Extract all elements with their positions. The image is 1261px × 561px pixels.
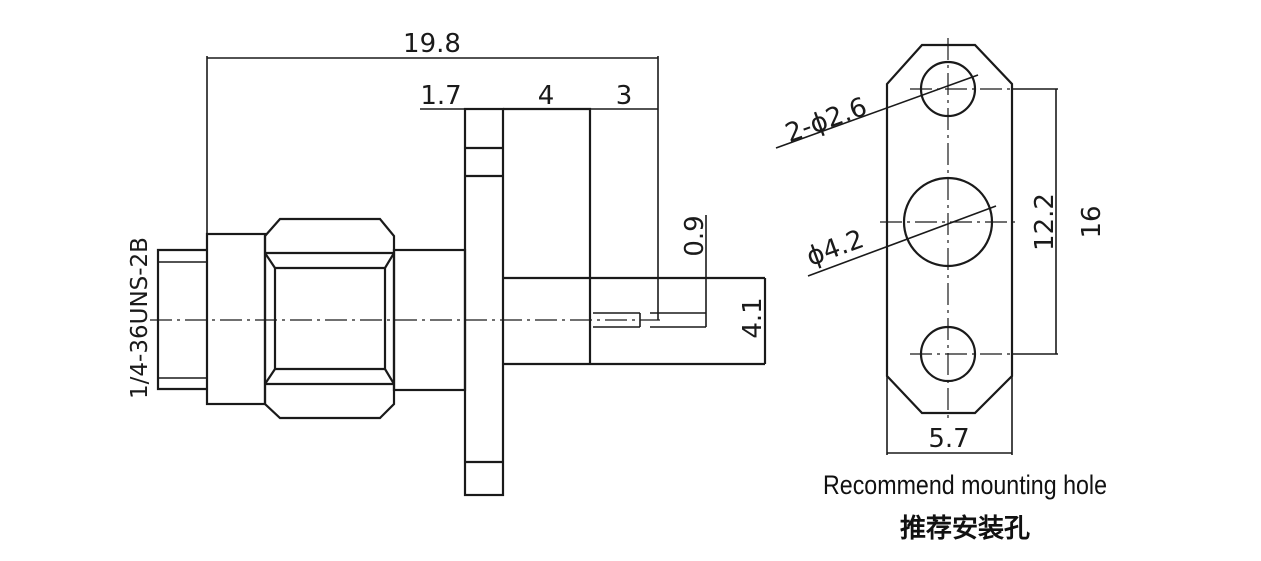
- coupling-body: [205, 232, 267, 406]
- body-4mm: [503, 107, 592, 278]
- side-view: 19.8 1.7 4 3 0.9 4.1 1/4-36UNS-2B: [127, 29, 768, 497]
- dim-label-12-2: 12.2: [1030, 193, 1060, 251]
- dim-pin-diameter: 0.9: [650, 215, 710, 328]
- dim-hole-spacing: 12.2: [1012, 88, 1060, 355]
- dim-label-3: 3: [616, 81, 633, 111]
- dim-label-1-7: 1.7: [420, 81, 461, 111]
- dim-label-19-8: 19.8: [403, 29, 461, 59]
- flange: [463, 107, 505, 497]
- dim-body-diameter: 4.1: [738, 297, 768, 338]
- dim-flange-height: 16: [1077, 205, 1107, 238]
- caption-chinese: 推荐安装孔: [899, 514, 1030, 544]
- dim-label-5-7: 5.7: [928, 424, 969, 454]
- dim-row-flange: 1.7 4 3: [420, 81, 658, 111]
- dim-label-4: 4: [538, 81, 555, 111]
- thread-label: 1/4-36UNS-2B: [127, 237, 153, 399]
- mounting-hole-view: 12.2 16 5.7 2-ϕ2.6 ϕ4.2: [775, 38, 1107, 455]
- dim-label-4-1: 4.1: [738, 297, 768, 338]
- dim-flange-width: 5.7: [886, 376, 1013, 455]
- dim-overall-length: 19.8: [206, 29, 659, 320]
- mounting-flange-outline: [885, 43, 1014, 415]
- hex-nut: [263, 217, 396, 420]
- caption-english: Recommend mounting hole: [823, 470, 1107, 500]
- dim-label-16: 16: [1077, 205, 1107, 238]
- dim-label-2-phi-2-6: 2-ϕ2.6: [781, 92, 871, 149]
- leader-center-hole: ϕ4.2: [803, 205, 997, 277]
- dim-label-0-9: 0.9: [680, 215, 710, 256]
